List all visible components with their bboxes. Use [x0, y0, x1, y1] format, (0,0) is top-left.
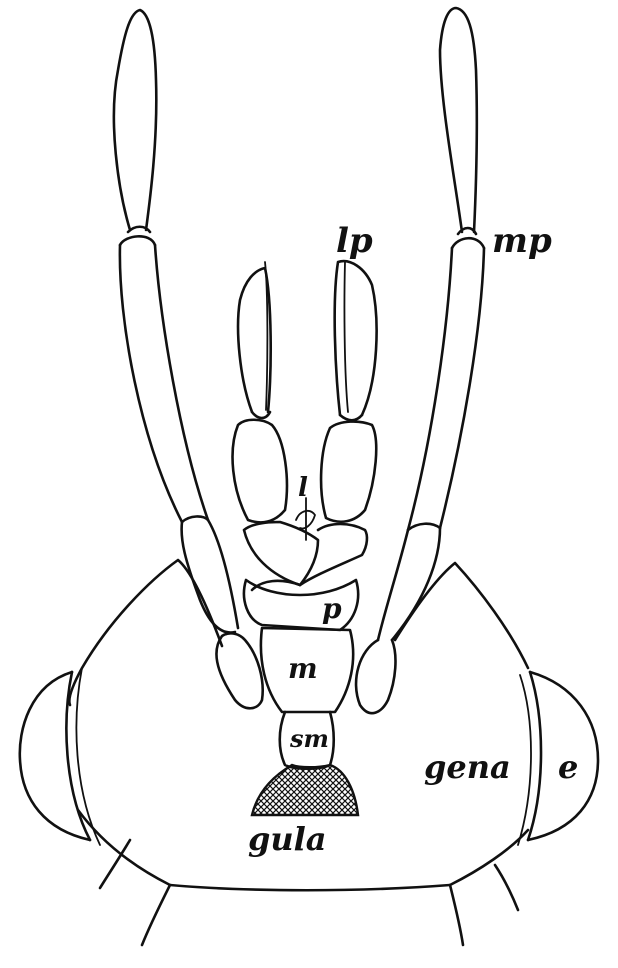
head-capsule	[68, 558, 530, 947]
gula	[250, 763, 360, 817]
right-maxillary-palp	[354, 6, 486, 715]
label-sm: sm	[289, 724, 329, 753]
label-l: l	[298, 473, 308, 503]
label-p: p	[322, 592, 342, 625]
left-maxillary-palp	[112, 8, 264, 710]
right-labial-palp	[319, 259, 378, 524]
label-lp: lp	[336, 221, 373, 261]
label-m: m	[288, 652, 318, 685]
mentum	[259, 626, 355, 714]
label-gena: gena	[424, 748, 511, 786]
label-e: e	[558, 748, 578, 786]
palpiger	[242, 578, 360, 632]
right-compound-eye	[517, 670, 600, 846]
left-labial-palp	[231, 261, 289, 524]
label-gula: gula	[248, 820, 327, 858]
label-mp: mp	[492, 221, 552, 261]
left-compound-eye	[18, 667, 101, 846]
ligula	[242, 497, 369, 587]
